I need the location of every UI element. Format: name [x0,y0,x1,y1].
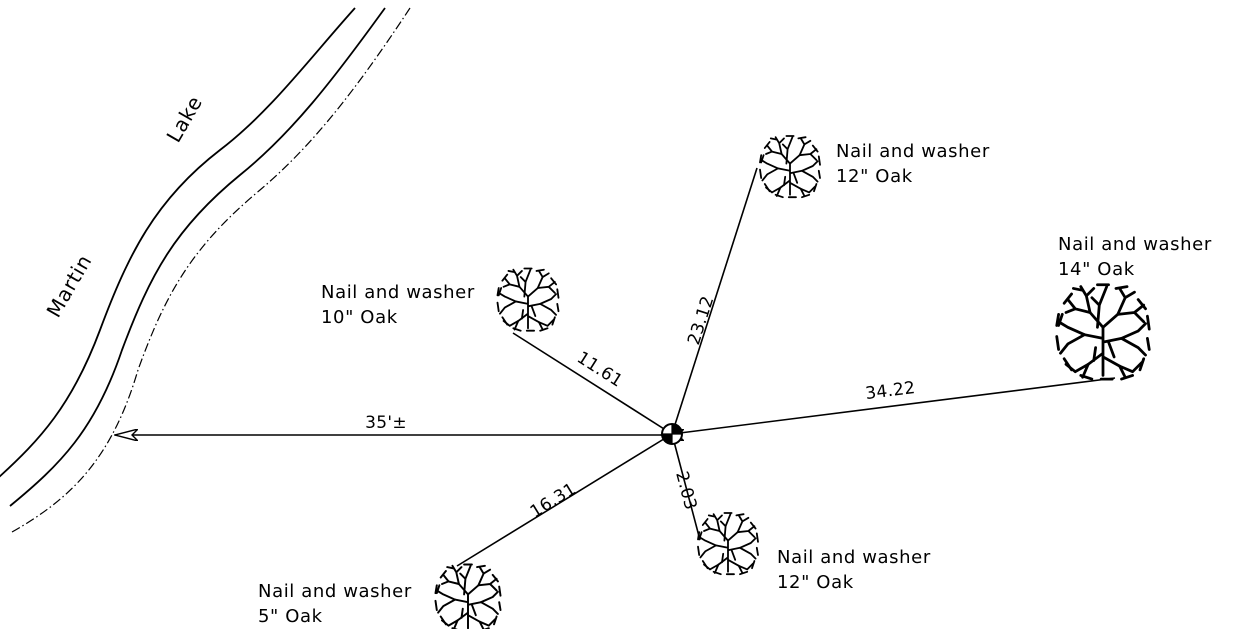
callout-line2: 12" Oak [836,166,913,187]
callout-line2: 10" Oak [321,307,398,328]
callout-line2: 14" Oak [1058,259,1135,280]
tree-symbol-icon [697,512,759,576]
distance-label-10in-oak: 11.61 [573,348,626,392]
callout-line1: Nail and washer [836,141,990,162]
distance-label-14in-oak: 34.22 [864,378,916,404]
tree-callout-5in-oak: Nail and washer 5" Oak [258,581,412,627]
callout-line1: Nail and washer [777,547,931,568]
tree-symbol-icon [1055,283,1151,381]
tree-symbol-icon [496,267,560,332]
tie-line-5in-oak [456,433,673,567]
distance-label-12in-oak-south: 2.03 [671,469,700,512]
tree-callout-14in-oak: Nail and washer 14" Oak [1058,234,1212,280]
tree-callout-10in-oak: Nail and washer 10" Oak [321,282,475,328]
lake-name-label-lake: Lake [162,91,208,146]
lake-offset-dimension-label: 35'± [365,413,407,433]
tree-symbol-icon [434,563,502,629]
callout-line1: Nail and washer [1058,234,1212,255]
callout-line1: Nail and washer [258,581,412,602]
callout-line2: 5" Oak [258,606,323,627]
tie-line-12in-oak-north [671,167,758,435]
lake-name-label-martin: Martin [42,250,97,321]
distance-label-12in-oak-north: 23.12 [684,294,718,348]
tree-callout-12in-oak-south: Nail and washer 12" Oak [777,547,931,593]
tie-line-14in-oak [671,377,1116,435]
callout-line1: Nail and washer [321,282,475,303]
tree-symbol-icon [759,135,821,199]
tie-line-10in-oak [512,332,673,435]
survey-control-point-icon [661,423,683,445]
tree-callout-12in-oak-north: Nail and washer 12" Oak [836,141,990,187]
distance-label-5in-oak: 16.31 [527,479,580,522]
tie-line-12in-oak-south [671,433,701,541]
lake-shoreline [0,7,411,533]
callout-line2: 12" Oak [777,572,854,593]
